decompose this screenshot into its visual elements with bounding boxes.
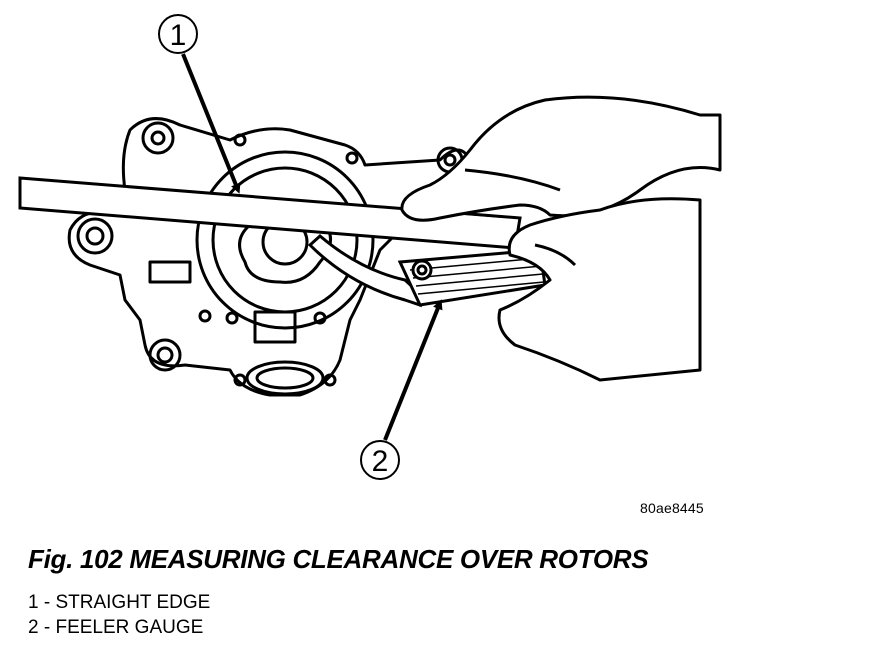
legend: 1 - STRAIGHT EDGE 2 - FEELER GAUGE xyxy=(28,590,210,640)
callout-1: 1 xyxy=(158,14,241,194)
feeler-gauge xyxy=(307,234,547,308)
legend-label: FEELER GAUGE xyxy=(55,617,204,638)
legend-item: 2 - FEELER GAUGE xyxy=(28,617,204,638)
pump-housing xyxy=(67,117,472,397)
legend-item: 1 - STRAIGHT EDGE xyxy=(28,592,211,613)
lower-hand xyxy=(497,197,702,382)
callout-1-number: 1 xyxy=(170,19,187,52)
pump-illustration: 1 2 xyxy=(18,14,722,480)
callout-2: 2 xyxy=(360,299,443,480)
legend-number: 1 xyxy=(28,592,39,613)
legend-label: STRAIGHT EDGE xyxy=(55,592,211,613)
image-id: 80ae8445 xyxy=(640,500,704,516)
legend-number: 2 xyxy=(28,617,39,638)
figure-caption: Fig. 102 MEASURING CLEARANCE OVER ROTORS xyxy=(28,544,649,574)
callout-2-number: 2 xyxy=(372,445,389,478)
